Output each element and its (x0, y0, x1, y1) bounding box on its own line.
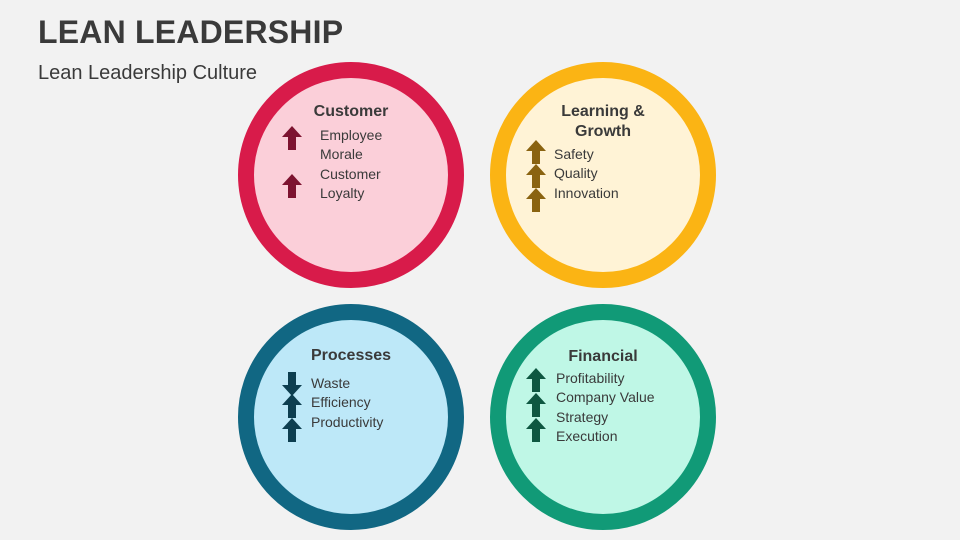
list-item: Employee (320, 127, 383, 143)
processes-circle: Processes Waste Efficiency Productivity (238, 304, 464, 530)
list-item: Loyalty (320, 184, 365, 201)
financial-circle: Financial Profitability Company Value St… (490, 304, 716, 530)
list-item: Profitability (556, 370, 625, 386)
customer-circle: Customer Employee Morale Customer Loyalt… (238, 62, 464, 288)
up-arrow-icon (282, 174, 302, 198)
up-arrow-icon (526, 188, 546, 212)
learning-growth-items: Safety Quality Innovation (554, 145, 619, 203)
list-item: Waste (311, 375, 351, 391)
list-item: Safety (554, 146, 594, 162)
down-arrow-icon (282, 372, 302, 396)
list-item: Morale (320, 146, 363, 163)
learning-growth-circle: Learning & Growth Safety Quality Innovat… (490, 62, 716, 288)
up-arrow-icon (526, 140, 546, 164)
up-arrow-icon (526, 418, 546, 442)
up-arrow-icon (526, 164, 546, 188)
up-arrow-icon (282, 394, 302, 418)
up-arrow-icon (282, 126, 302, 150)
processes-items: Waste Efficiency Productivity (311, 374, 383, 432)
slide-subtitle: Lean Leadership Culture (38, 62, 258, 84)
financial-items: Profitability Company Value Strategy Exe… (556, 369, 655, 446)
list-item: Quality (554, 165, 598, 182)
list-item: Customer (320, 165, 381, 182)
up-arrow-icon (526, 368, 546, 392)
slide-title: LEAN LEADERSHIP (38, 14, 344, 50)
up-arrow-icon (526, 393, 546, 417)
customer-items: Employee Morale Customer Loyalty (320, 126, 382, 203)
list-item: Company Value (556, 389, 655, 406)
financial-heading: Financial (568, 348, 638, 365)
processes-heading: Processes (310, 347, 392, 364)
list-item: Productivity (311, 413, 384, 430)
customer-heading: Customer (313, 103, 389, 120)
learning-growth-heading: Learning & Growth (561, 103, 645, 140)
list-item: Strategy (556, 408, 609, 425)
list-item: Efficiency (311, 394, 371, 411)
list-item: Innovation (554, 184, 619, 201)
list-item: Execution (556, 427, 618, 444)
up-arrow-icon (282, 418, 302, 442)
